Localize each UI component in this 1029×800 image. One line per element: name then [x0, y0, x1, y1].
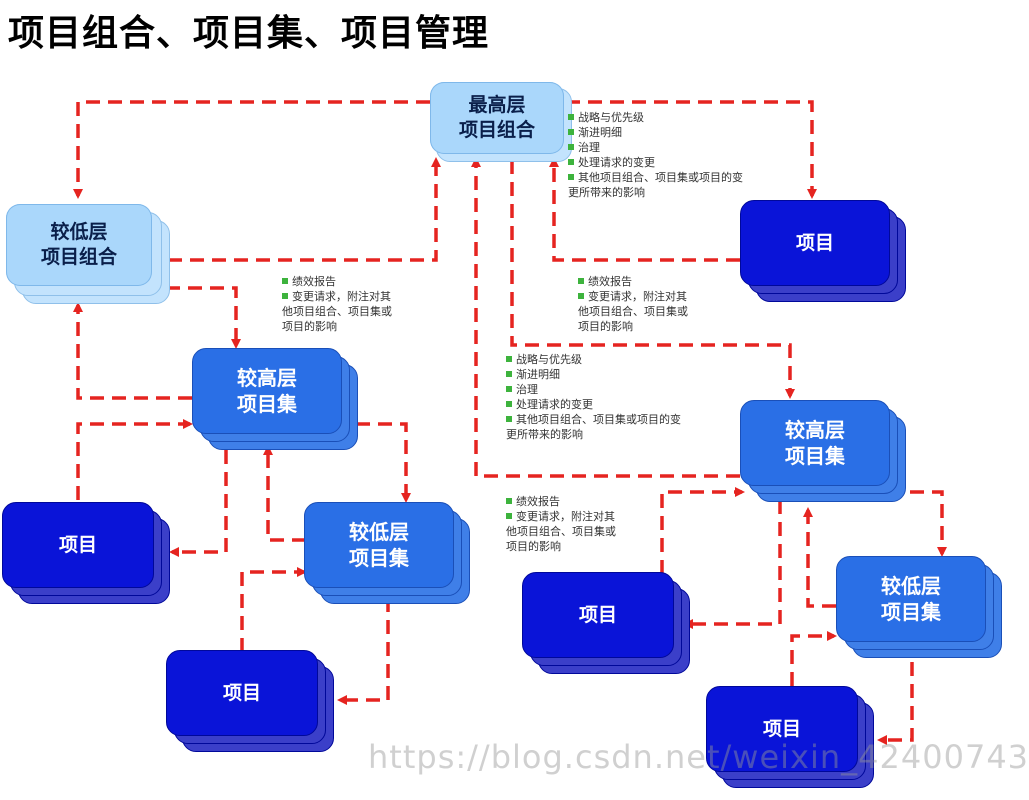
note-continuation: 项目的影响: [282, 320, 337, 333]
arrow-bottom-project-to-left-low-program: [240, 567, 307, 652]
note-bottom-up: 绩效报告 变更请求，附注对其 他项目组合、项目集或 项目的影响: [506, 494, 616, 554]
note-item: 绩效报告: [506, 494, 616, 509]
note-continuation: 他项目组合、项目集或: [282, 305, 392, 318]
note-item: 其他项目组合、项目集或项目的变: [568, 170, 743, 185]
project-box-c: 项目: [166, 650, 318, 736]
top-portfolio-line1: 最高层: [468, 94, 526, 117]
low-portfolio-line2: 项目组合: [40, 246, 117, 268]
project-box-e: 项目: [706, 686, 858, 772]
left-low-program-box: 较低层 项目集: [304, 502, 454, 588]
arrow-left-low-program-to-bottom-project: [337, 598, 390, 705]
note-continuation: 项目的影响: [578, 320, 633, 333]
note-item: 处理请求的变更: [506, 397, 681, 412]
flow-diagram: [73, 100, 947, 745]
right-high-program-box: 较高层 项目集: [740, 400, 890, 486]
arrow-left-project-to-left-high-program: [76, 419, 193, 500]
note-item: 变更请求，附注对其: [578, 289, 688, 304]
note-continuation: 项目的影响: [506, 540, 561, 553]
project-box-d: 项目: [522, 572, 674, 658]
note-right-up: 绩效报告 变更请求，附注对其 他项目组合、项目集或 项目的影响: [578, 274, 688, 334]
arrow-left-high-program-to-left-low-program: [356, 422, 411, 503]
note-item: 绩效报告: [578, 274, 688, 289]
note-item: 战略与优先级: [506, 352, 681, 367]
note-item: 治理: [568, 140, 743, 155]
project-label: 项目: [795, 231, 834, 254]
right-high-program-line1: 较高层: [785, 418, 845, 442]
note-item: 处理请求的变更: [568, 155, 743, 170]
note-left-up: 绩效报告 变更请求，附注对其 他项目组合、项目集或 项目的影响: [282, 274, 392, 334]
top-portfolio-line2: 项目组合: [458, 119, 535, 141]
page-title: 项目组合、项目集、项目管理: [8, 13, 490, 54]
low-portfolio-line1: 较低层: [50, 221, 108, 244]
note-top-down: 战略与优先级 渐进明细 治理 处理请求的变更 其他项目组合、项目集或项目的变 更…: [568, 110, 743, 200]
left-high-program-line1: 较高层: [237, 366, 297, 390]
left-low-program-line1: 较低层: [349, 520, 409, 544]
arrow-right-high-program-to-mid-project: [683, 500, 782, 629]
low-portfolio-box: 较低层 项目组合: [6, 204, 152, 286]
note-item: 绩效报告: [282, 274, 392, 289]
note-mid-down: 战略与优先级 渐进明细 治理 处理请求的变更 其他项目组合、项目集或项目的变 更…: [506, 352, 681, 442]
left-low-program-line2: 项目集: [349, 546, 409, 570]
note-item: 渐进明细: [568, 125, 743, 140]
project-label: 项目: [222, 681, 261, 704]
arrow-mid-project-to-right-high-program: [660, 487, 745, 574]
left-high-program-line2: 项目集: [237, 392, 297, 416]
right-low-program-box: 较低层 项目集: [836, 556, 986, 642]
note-item: 战略与优先级: [568, 110, 743, 125]
arrow-low-portfolio-to-left-high-program: [166, 286, 241, 349]
project-label: 项目: [58, 533, 97, 556]
note-item: 变更请求，附注对其: [282, 289, 392, 304]
right-low-program-line2: 项目集: [881, 600, 941, 624]
project-box-a: 项目: [740, 200, 890, 286]
project-label: 项目: [762, 717, 801, 740]
note-continuation: 他项目组合、项目集或: [506, 525, 616, 538]
arrow-low-portfolio-to-top: [168, 157, 441, 262]
top-portfolio-box: 最高层 项目组合: [430, 82, 564, 154]
watermark: https://blog.csdn.net/weixin_42400743: [368, 738, 1029, 776]
arrow-top-to-project-a: [566, 100, 817, 199]
note-item: 其他项目组合、项目集或项目的变: [506, 412, 681, 427]
note-item: 治理: [506, 382, 681, 397]
arrow-left-high-program-to-low-portfolio: [73, 302, 192, 400]
arrow-br-project-to-right-low-program: [790, 631, 837, 686]
arrow-project-a-to-top: [549, 157, 740, 262]
right-low-program-line1: 较低层: [881, 574, 941, 598]
project-box-b: 项目: [2, 502, 154, 588]
note-item: 渐进明细: [506, 367, 681, 382]
arrow-top-to-low-portfolio: [73, 100, 430, 199]
arrow-top-to-right-high-program: [510, 160, 795, 399]
arrow-left-high-program-to-left-project: [169, 450, 228, 557]
arrow-right-high-program-to-top: [471, 157, 740, 478]
arrow-right-low-program-to-br-project: [877, 662, 914, 745]
note-continuation: 他项目组合、项目集或: [578, 305, 688, 318]
note-item: 变更请求，附注对其: [506, 509, 616, 524]
note-continuation: 更所带来的影响: [568, 186, 645, 199]
left-high-program-box: 较高层 项目集: [192, 348, 342, 434]
right-high-program-line2: 项目集: [785, 444, 845, 468]
note-continuation: 更所带来的影响: [506, 428, 583, 441]
arrow-right-high-program-to-right-low-program: [888, 490, 947, 557]
project-label: 项目: [578, 603, 617, 626]
arrow-left-low-program-to-left-high-program: [263, 445, 306, 542]
arrow-right-low-program-to-right-high-program: [803, 507, 836, 608]
